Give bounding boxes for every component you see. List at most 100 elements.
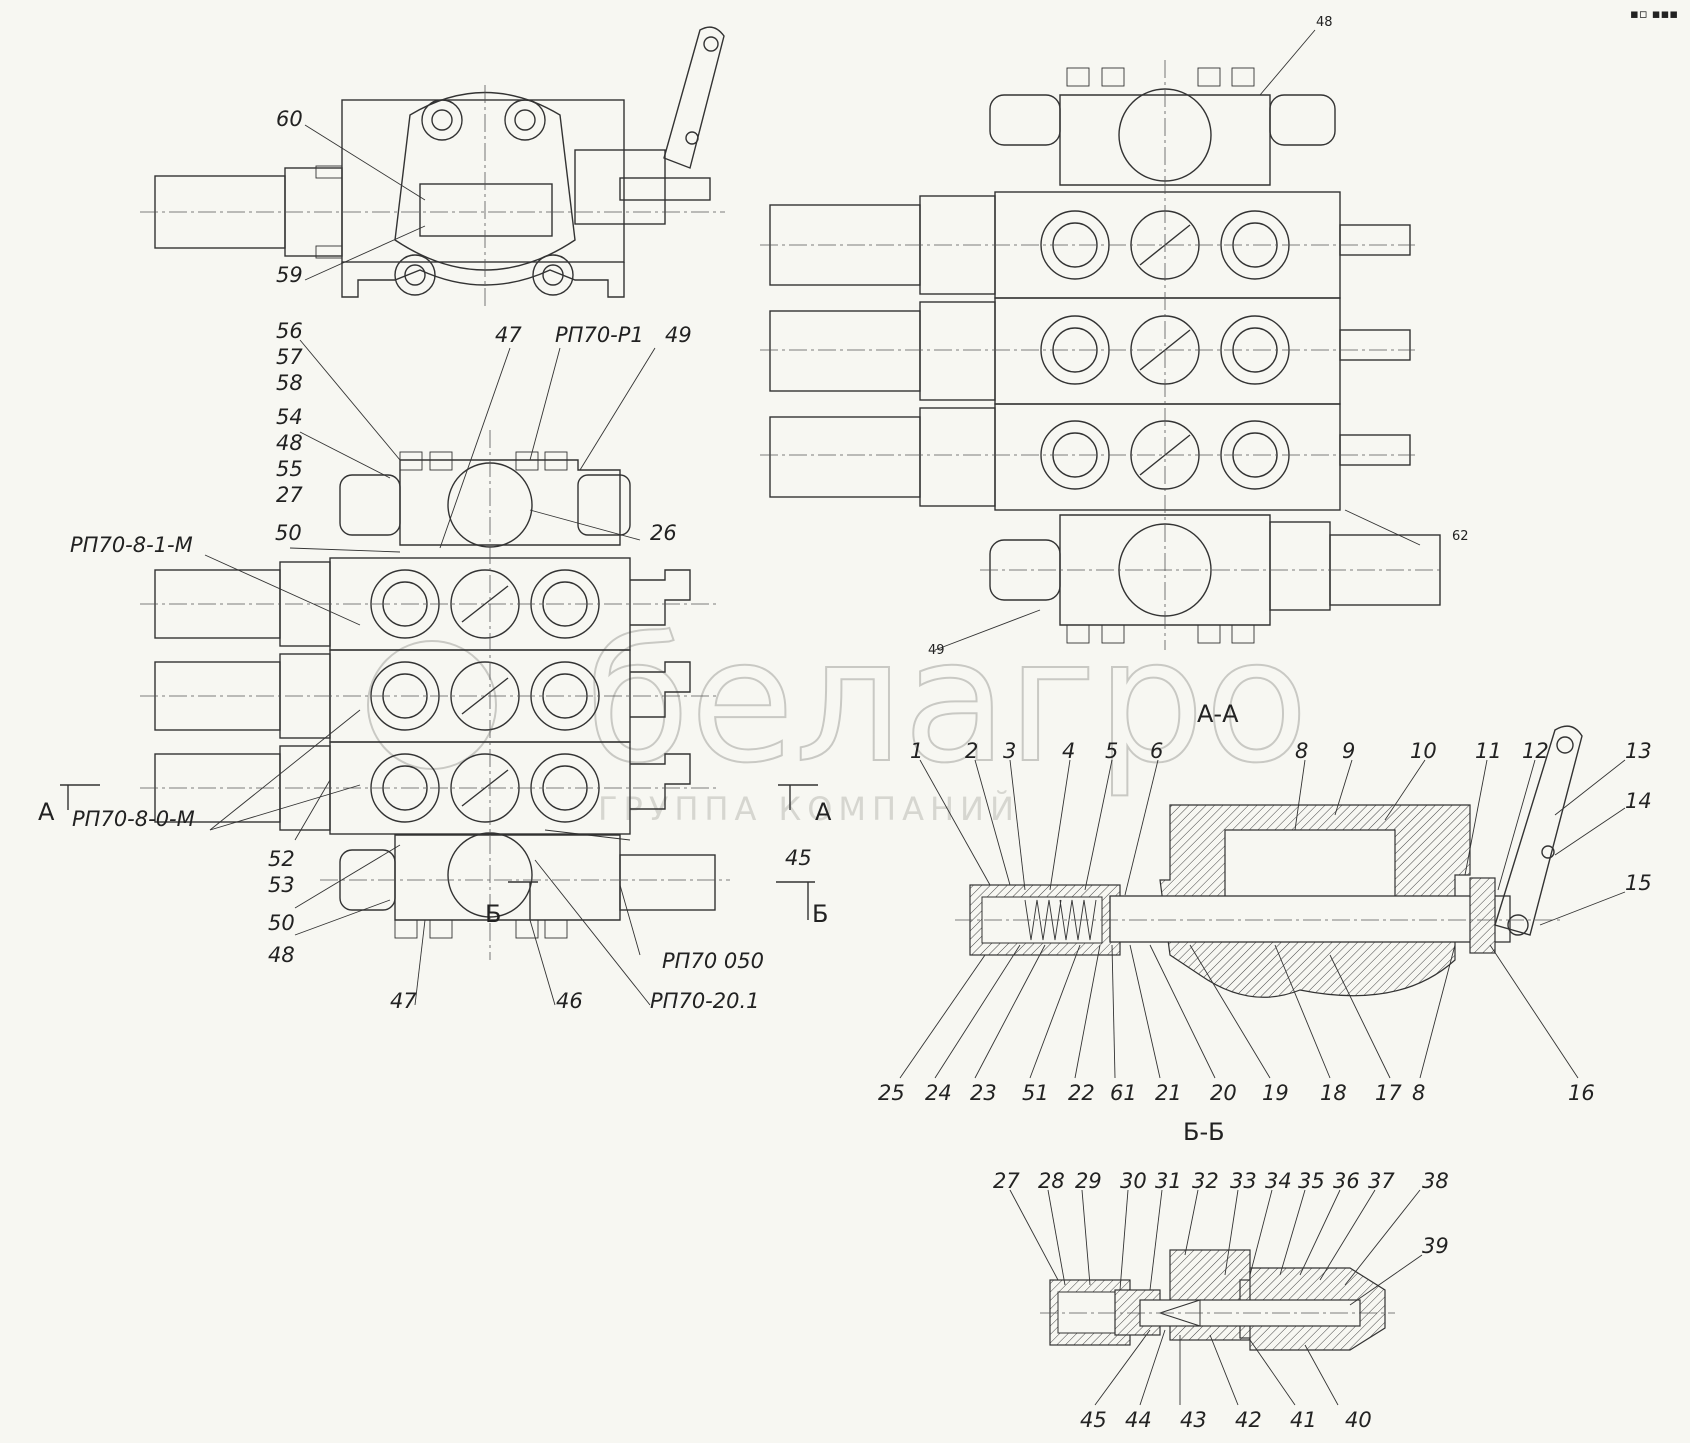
label-b-45: 45 [1080,1408,1107,1432]
label-a-21: 21 [1155,1081,1182,1105]
label-b-37: 37 [1368,1169,1395,1193]
label-rp70-8-1-m: РП70-8-1-М [70,533,193,557]
right-sections [769,191,1411,511]
top-view: 60 59 [140,26,725,310]
label-rp70-20-1: РП70-20.1 [650,989,760,1013]
label-b-28: 28 [1038,1169,1065,1193]
label-56: 56 [276,319,303,343]
label-49-right: 49 [928,643,945,658]
label-50b: 50 [268,911,295,935]
handle-top [663,26,725,169]
a-labels-bottom: 25 24 23 51 22 61 21 20 19 18 17 8 16 [878,1081,1595,1105]
label-b-32: 32 [1192,1169,1219,1193]
label-a-14: 14 [1625,789,1652,813]
front-view: А А Б Б 56 57 58 54 48 55 27 47 РП70-Р1 … [38,319,832,1013]
cut-b-right: Б [812,900,828,928]
label-62: 62 [1452,529,1469,544]
label-a-10: 10 [1410,739,1437,763]
label-26: 26 [650,521,677,545]
label-b-35: 35 [1298,1169,1325,1193]
label-a-17: 17 [1375,1081,1402,1105]
label-b-43: 43 [1180,1408,1207,1432]
cut-b-left: Б [485,900,501,928]
label-rp70-p1: РП70-Р1 [555,323,644,347]
cut-a-left: А [38,798,55,826]
label-b-31: 31 [1155,1169,1182,1193]
section-b-title: Б-Б [1183,1118,1225,1146]
cut-a-right: А [815,798,832,826]
label-b-38: 38 [1422,1169,1449,1193]
right-view: 48 62 49 [760,15,1469,658]
label-b-44: 44 [1125,1408,1152,1432]
label-59: 59 [276,263,303,287]
section-a-title: А-А [1197,700,1239,728]
watermark-subtitle: ГРУППА КОМПАНИЙ [598,790,1020,828]
label-58: 58 [276,371,303,395]
label-a-15: 15 [1625,871,1652,895]
label-a-19: 19 [1262,1081,1289,1105]
b-leaders-top [1009,1189,1423,1306]
section-a-a: А-А [878,700,1652,1105]
label-45: 45 [785,846,812,870]
label-rp70-050: РП70 050 [662,949,764,973]
label-a-24: 24 [925,1081,952,1105]
label-a-5: 5 [1105,739,1118,763]
b-leaders-bottom [1094,1329,1339,1406]
label-27: 27 [276,483,303,507]
label-47b: 47 [390,989,417,1013]
label-a-16: 16 [1568,1081,1595,1105]
label-a-25: 25 [878,1081,905,1105]
watermark-brand: белагро [585,603,1309,801]
label-a-2: 2 [965,739,978,763]
label-b-42: 42 [1235,1408,1262,1432]
b-labels-top: 27 28 29 30 31 32 33 34 35 36 37 38 39 [993,1169,1449,1258]
handle-a [1494,725,1583,936]
label-48a: 48 [276,431,303,455]
label-a-8: 8 [1295,739,1308,763]
a-labels-top: 1 2 3 4 5 6 8 9 10 11 12 13 14 15 [910,739,1652,895]
label-a-13: 13 [1625,739,1652,763]
label-a-22: 22 [1068,1081,1095,1105]
label-b-34: 34 [1265,1169,1292,1193]
label-47a: 47 [495,323,522,347]
nuts-top [394,99,574,296]
label-46: 46 [556,989,583,1013]
label-b-40: 40 [1345,1408,1372,1432]
label-53: 53 [268,873,295,897]
label-a-51: 51 [1022,1081,1049,1105]
label-54: 54 [276,405,303,429]
label-a-12: 12 [1522,739,1549,763]
section-b-b: Б-Б [993,1118,1449,1432]
a-leaders-top [919,759,1626,926]
label-a-61: 61 [1110,1081,1137,1105]
label-55: 55 [276,457,303,481]
label-b-33: 33 [1230,1169,1257,1193]
label-b-41: 41 [1290,1408,1317,1432]
watermark: белагро ГРУППА КОМПАНИЙ [367,602,1310,828]
label-52: 52 [268,847,295,871]
label-a-23: 23 [970,1081,997,1105]
label-b-29: 29 [1075,1169,1102,1193]
label-a-6: 6 [1150,739,1163,763]
label-a-11: 11 [1475,739,1502,763]
label-a-18: 18 [1320,1081,1347,1105]
label-a-1: 1 [910,739,923,763]
label-60: 60 [276,107,303,131]
label-b-30: 30 [1120,1169,1147,1193]
label-a-9: 9 [1342,739,1355,763]
label-a-3: 3 [1003,739,1016,763]
a-leaders-bottom [899,944,1579,1079]
label-49: 49 [665,323,692,347]
label-b-27: 27 [993,1169,1020,1193]
label-rp70-8-0-m: РП70-8-0-М [72,807,195,831]
label-48-right: 48 [1316,15,1333,30]
a-springs [1024,899,1097,941]
corner-mark: ▪▫ ▪▪▪ [1630,7,1678,22]
label-b-39: 39 [1422,1234,1449,1258]
label-b-36: 36 [1333,1169,1360,1193]
label-a-8b: 8 [1412,1081,1425,1105]
label-a-4: 4 [1062,739,1075,763]
label-48b: 48 [268,943,295,967]
